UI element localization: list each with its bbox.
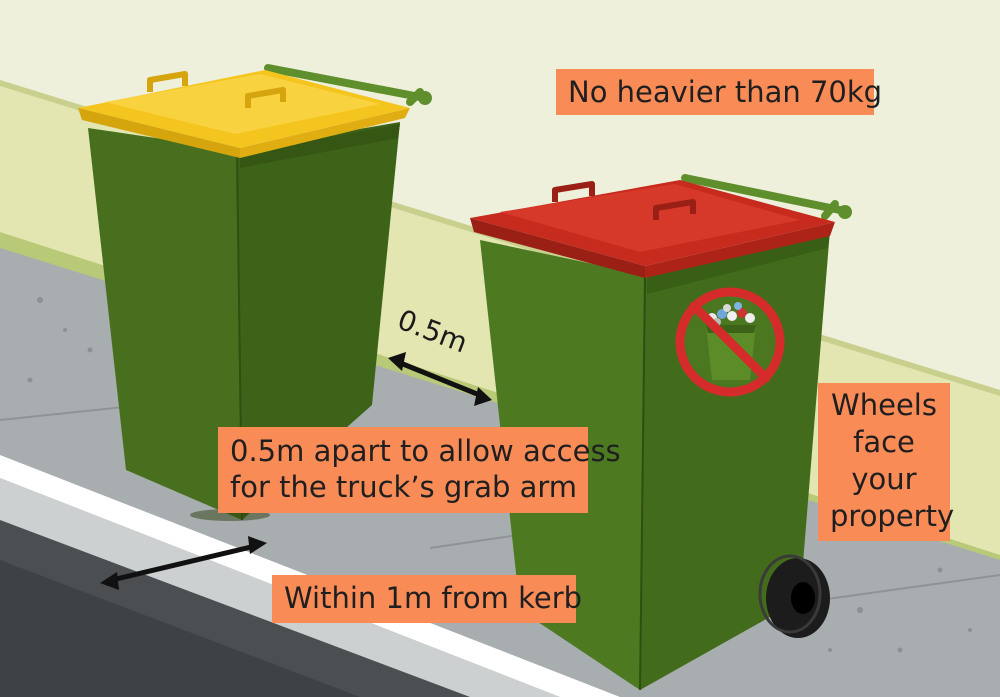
wheels-label-line-4: property bbox=[830, 499, 955, 533]
yellow-lid-bin bbox=[78, 64, 432, 521]
kerb-distance-arrow bbox=[100, 536, 267, 590]
kerb-distance-label: Within 1m from kerb bbox=[272, 575, 582, 623]
bin-spacing-label-line-2: for the truck’s grab arm bbox=[230, 470, 578, 504]
footpath-pebbles bbox=[27, 297, 972, 653]
no-overfilled-bin-icon bbox=[675, 287, 785, 397]
bin-spacing-label-line-1: 0.5m apart to allow access bbox=[230, 434, 621, 468]
weight-limit-label: No heavier than 70kg bbox=[556, 69, 882, 115]
wheels-label-line-1: Wheels bbox=[831, 388, 937, 422]
road-shadow bbox=[0, 560, 360, 697]
bin-spacing-label: 0.5m apart to allow access for the truck… bbox=[218, 427, 621, 513]
wheels-label-line-3: your bbox=[851, 462, 917, 496]
spacing-dimension-arrow bbox=[388, 352, 492, 406]
wheels-orientation-label: Wheels face your property bbox=[818, 383, 955, 541]
overflowing-rubbish bbox=[707, 302, 755, 326]
wheels-label-line-2: face bbox=[853, 425, 915, 459]
